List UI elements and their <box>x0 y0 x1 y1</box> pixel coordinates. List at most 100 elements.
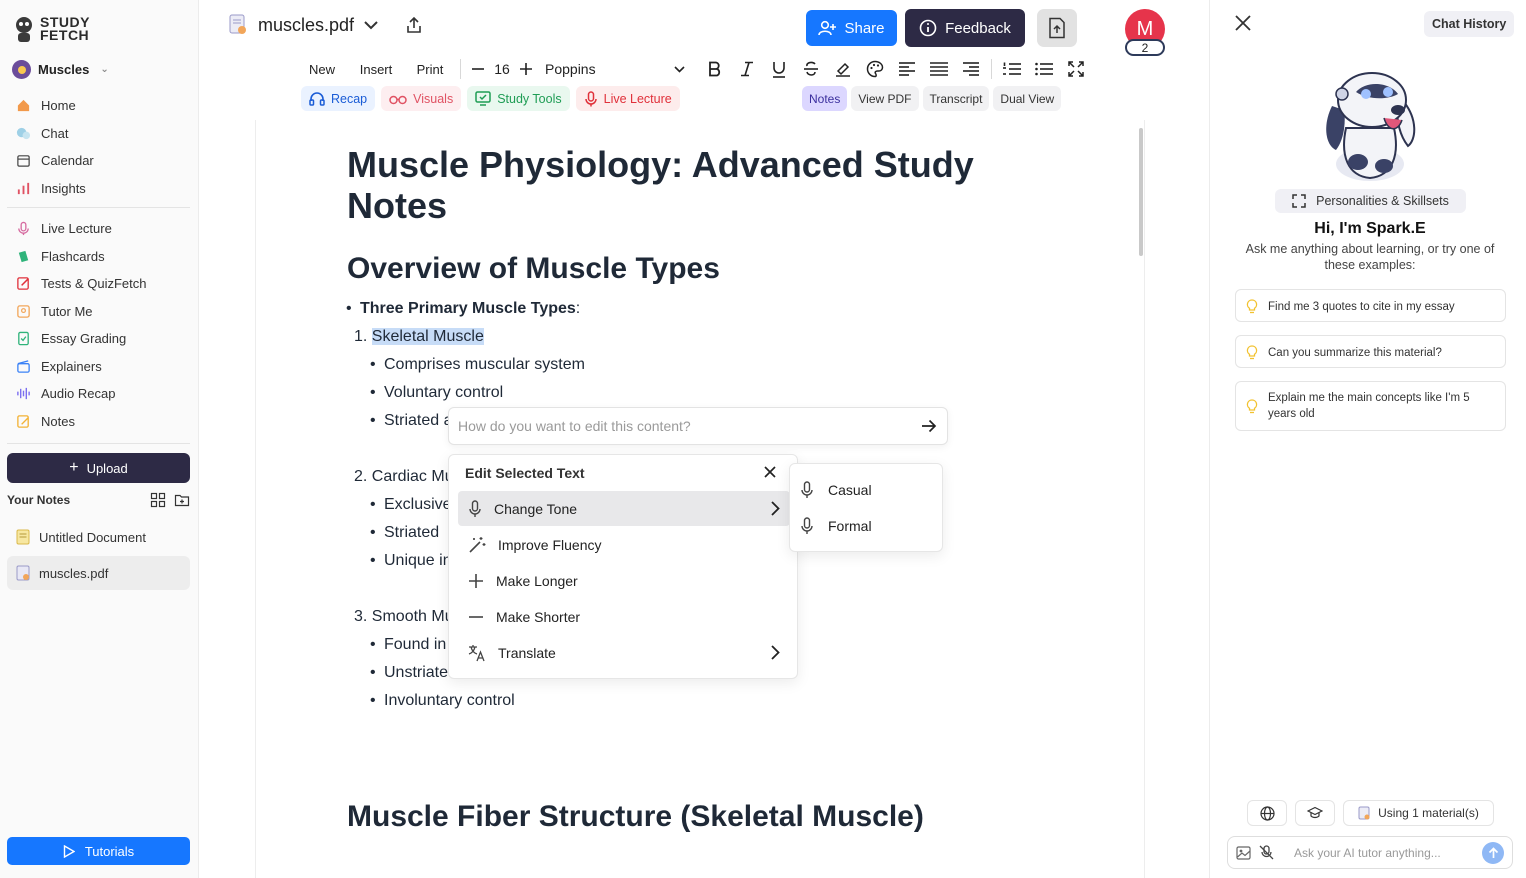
suggestion-card[interactable]: Explain me the main concepts like I'm 5 … <box>1235 381 1506 431</box>
personalities-skillsets-button[interactable]: Personalities & Skillsets <box>1275 189 1466 213</box>
align-right-icon[interactable] <box>955 56 987 82</box>
menu-item-make-shorter[interactable]: Make Shorter <box>458 599 790 634</box>
explainers-icon <box>15 358 31 374</box>
suggestion-card[interactable]: Can you summarize this material? <box>1235 335 1506 368</box>
numbered-list-icon[interactable] <box>996 56 1028 82</box>
sidebar-item-notes[interactable]: Notes <box>7 408 190 436</box>
menu-item-translate[interactable]: Translate <box>458 635 790 670</box>
view-tabs: Notes View PDF Transcript Dual View <box>802 86 1062 111</box>
tab-dual-view[interactable]: Dual View <box>993 86 1062 111</box>
logo-text: STUDY FETCH <box>40 14 90 43</box>
sidebar-item-live-lecture[interactable]: Live Lecture <box>7 215 190 243</box>
menu-item-improve-fluency[interactable]: Improve Fluency <box>458 527 790 562</box>
decrease-font-size-icon[interactable] <box>469 56 487 82</box>
sidebar-item-insights[interactable]: Insights <box>7 175 190 203</box>
grid-view-icon[interactable] <box>150 492 166 508</box>
sidebar-item-essay-grading[interactable]: Essay Grading <box>7 325 190 353</box>
chat-history-button[interactable]: Chat History <box>1424 11 1515 37</box>
colon-text: : <box>575 300 581 317</box>
export-button[interactable] <box>1037 9 1077 47</box>
upload-button[interactable]: + Upload <box>7 453 190 483</box>
sidebar-item-audio-recap[interactable]: Audio Recap <box>7 380 190 408</box>
list-item: Striated a <box>370 412 453 430</box>
sidebar-item-calendar[interactable]: Calendar <box>7 147 190 175</box>
image-upload-icon[interactable] <box>1236 845 1251 860</box>
fullscreen-icon[interactable] <box>1060 56 1092 82</box>
sidebar-item-explainers[interactable]: Explainers <box>7 353 190 381</box>
file-upload-icon <box>1049 17 1065 39</box>
font-family-value: Poppins <box>545 61 596 77</box>
ai-edit-input[interactable]: How do you want to edit this content? <box>448 407 948 445</box>
chevron-down-icon[interactable] <box>364 20 378 30</box>
feedback-label: Feedback <box>945 19 1011 37</box>
align-left-icon[interactable] <box>891 56 923 82</box>
chevron-right-icon <box>771 501 780 516</box>
your-notes-label: Your Notes <box>7 493 71 507</box>
chat-subtitle: Ask me anything about learning, or try o… <box>1245 242 1495 272</box>
upload-label: Upload <box>86 460 128 476</box>
suggestion-text: Can you summarize this material? <box>1268 347 1442 359</box>
share-label: Share <box>844 19 885 37</box>
menu-item-make-longer[interactable]: Make Longer <box>458 563 790 598</box>
new-folder-icon[interactable] <box>174 492 190 508</box>
sidebar-item-tutor-me[interactable]: Tutor Me <box>7 298 190 326</box>
sidebar-item-home[interactable]: Home <box>7 92 190 120</box>
suggestion-card[interactable]: Find me 3 quotes to cite in my essay <box>1235 289 1506 322</box>
list-item: Exclusive <box>370 496 451 514</box>
align-center-icon[interactable] <box>923 56 955 82</box>
tab-notes[interactable]: Notes <box>802 86 848 111</box>
bullet-list-icon[interactable] <box>1028 56 1060 82</box>
feedback-button[interactable]: Feedback <box>905 9 1025 47</box>
menu-insert[interactable]: Insert <box>359 61 393 77</box>
info-icon <box>919 19 937 37</box>
materials-selector[interactable]: Using 1 material(s) <box>1343 800 1494 826</box>
editor-scrollbar[interactable] <box>1139 128 1143 256</box>
tab-view-pdf[interactable]: View PDF <box>851 86 919 111</box>
plus-icon: + <box>69 459 79 476</box>
menu-print[interactable]: Print <box>416 61 444 77</box>
live-lecture-chip[interactable]: Live Lecture <box>575 86 680 111</box>
strikethrough-icon[interactable] <box>795 56 827 82</box>
document-item-untitled[interactable]: Untitled Document <box>7 520 190 554</box>
sidebar-item-flashcards[interactable]: Flashcards <box>7 243 190 271</box>
close-icon[interactable] <box>762 464 778 480</box>
learning-mode-toggle[interactable] <box>1295 800 1335 826</box>
menu-new[interactable]: New <box>308 61 335 77</box>
tone-submenu: Casual Formal <box>789 463 943 552</box>
sidebar-item-chat[interactable]: Chat <box>7 120 190 148</box>
tutorials-button[interactable]: Tutorials <box>7 837 190 865</box>
menu-item-change-tone[interactable]: Change Tone <box>458 491 790 526</box>
document-editor[interactable] <box>255 120 1145 878</box>
send-button[interactable] <box>1482 842 1504 864</box>
palette-icon[interactable] <box>859 56 891 82</box>
recap-chip[interactable]: Recap <box>301 86 376 111</box>
chat-input[interactable]: Ask your AI tutor anything... <box>1227 836 1513 869</box>
visuals-chip[interactable]: Visuals <box>381 86 462 111</box>
font-family-select[interactable]: Poppins <box>545 61 685 77</box>
selected-text[interactable]: Skeletal Muscle <box>371 328 484 345</box>
expand-icon <box>1292 194 1306 208</box>
suggestion-text: Explain me the main concepts like I'm 5 … <box>1268 392 1470 420</box>
highlighter-icon[interactable] <box>827 56 859 82</box>
study-tools-chip[interactable]: Study Tools <box>467 86 570 111</box>
tab-transcript[interactable]: Transcript <box>922 86 990 111</box>
tone-option-casual[interactable]: Casual <box>800 475 872 505</box>
study-fetch-logo[interactable]: STUDY FETCH <box>12 14 92 44</box>
underline-icon[interactable] <box>763 56 795 82</box>
web-search-toggle[interactable] <box>1247 800 1287 826</box>
workspace-selector[interactable]: Muscles ⌄ <box>12 60 109 79</box>
bold-icon[interactable] <box>699 56 731 82</box>
document-item-muscles[interactable]: muscles.pdf <box>7 556 190 590</box>
upload-share-icon[interactable] <box>406 16 422 34</box>
tone-option-formal[interactable]: Formal <box>800 511 872 541</box>
sidebar-item-tests[interactable]: Tests & QuizFetch <box>7 270 190 298</box>
italic-icon[interactable] <box>731 56 763 82</box>
materials-label: Using 1 material(s) <box>1378 806 1479 820</box>
increase-font-size-icon[interactable] <box>517 56 535 82</box>
share-button[interactable]: Share <box>806 10 897 46</box>
microphone-off-icon[interactable] <box>1259 845 1274 860</box>
file-name[interactable]: muscles.pdf <box>258 14 355 35</box>
arrow-right-icon[interactable] <box>921 419 937 433</box>
font-size-value[interactable]: 16 <box>494 61 510 77</box>
close-icon[interactable] <box>1234 14 1252 32</box>
